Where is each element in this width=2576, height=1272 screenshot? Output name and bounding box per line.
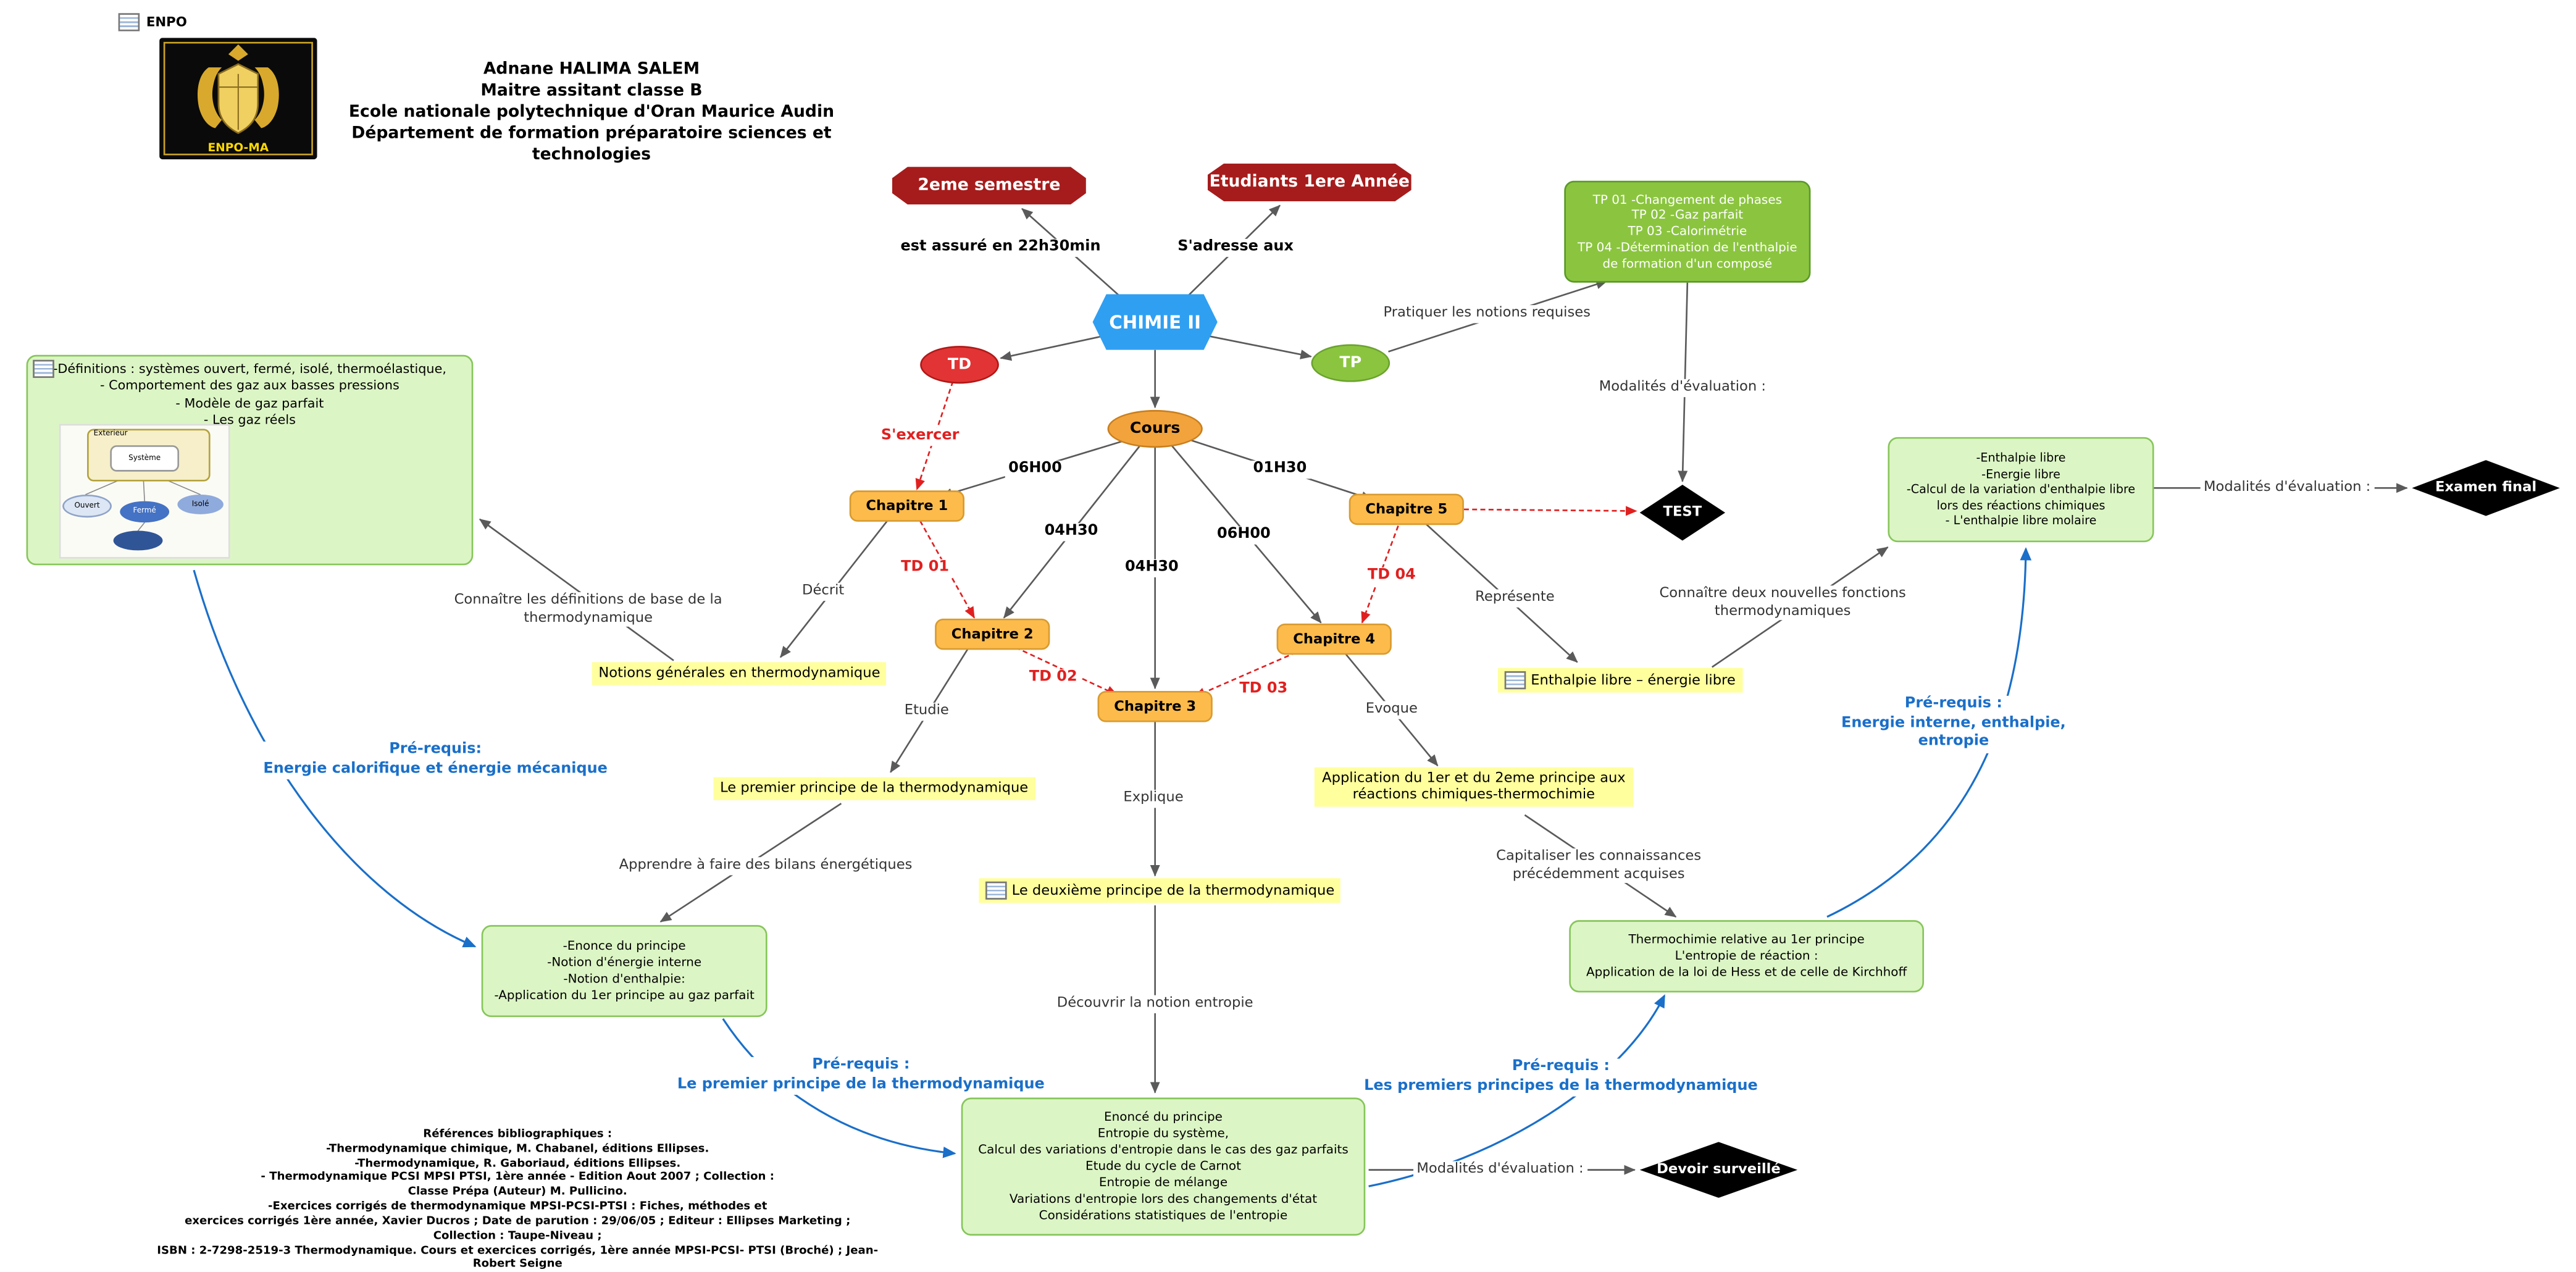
label-connaitre-definitions: Connaître les définitions de base de la … (445, 592, 732, 627)
inset-system-diagram: Exterieur Système Ouvert Fermé Isolé (59, 424, 230, 559)
label-evoque: Evoque (1362, 701, 1421, 719)
node-test[interactable]: TEST (1639, 484, 1726, 541)
label-duree-ch2: 04H30 (1041, 523, 1102, 542)
node-td[interactable]: TD (920, 346, 999, 384)
node-tp[interactable]: TP (1311, 344, 1390, 382)
node-examen-final[interactable]: Examen final (2412, 460, 2560, 516)
node-etudiants-1ere-annee[interactable]: Etudiants 1ere Année (1207, 163, 1411, 201)
node-chapitre-2[interactable]: Chapitre 2 (935, 618, 1050, 650)
topic-notions-generales[interactable]: Notions générales en thermodynamique (592, 662, 887, 685)
node-devoir-surveille[interactable]: Devoir surveillé (1639, 1142, 1798, 1198)
topic-enthalpie-libre[interactable]: Enthalpie libre – énergie libre (1498, 667, 1742, 693)
label-modalites-examen: Modalités d'évaluation : (2200, 479, 2374, 497)
inset-ferme: Fermé (120, 501, 170, 523)
topic-application-principes[interactable]: Application du 1er et du 2eme principe a… (1314, 767, 1634, 807)
enpo-mini-icon[interactable] (118, 13, 140, 31)
label-modalites-devoir: Modalités d'évaluation : (1413, 1161, 1587, 1179)
label-est-assure: est assuré en 22h30min (897, 238, 1104, 257)
inset-ouvert: Ouvert (62, 494, 112, 518)
label-bilans-energetiques: Apprendre à faire des bilans énergétique… (616, 857, 916, 875)
label-etudie: Etudie (901, 703, 953, 721)
label-decouvrir-entropie: Découvrir la notion entropie (1053, 995, 1257, 1013)
bibliography: Références bibliographiques : -Thermodyn… (157, 1127, 879, 1271)
inset-isole: Isolé (177, 494, 224, 514)
label-duree-ch4: 06H00 (1213, 526, 1274, 545)
node-2eme-semestre[interactable]: 2eme semestre (892, 167, 1086, 205)
label-sadresse-aux: S'adresse aux (1174, 238, 1297, 257)
prerequis-premiers-principes: Pré-requis : Les premiers principes de l… (1363, 1058, 1758, 1097)
node-chapitre-1[interactable]: Chapitre 1 (849, 490, 965, 522)
resource-icon[interactable] (1504, 671, 1526, 690)
label-modalites-test: Modalités d'évaluation : (1595, 379, 1770, 397)
node-cours[interactable]: Cours (1107, 409, 1203, 448)
box-tp-list[interactable]: TP 01 -Changement de phases TP 02 -Gaz p… (1564, 180, 1811, 283)
label-represente: Représente (1471, 589, 1558, 607)
label-capitaliser: Capitaliser les connaissances précédemme… (1455, 848, 1742, 884)
node-chimie-2[interactable]: CHIMIE II (1092, 294, 1218, 350)
box-entropie-details[interactable]: Enoncé du principe Entropie du système, … (961, 1097, 1366, 1236)
resource-icon[interactable] (33, 359, 54, 379)
box-premier-principe-details[interactable]: -Enonce du principe -Notion d'énergie in… (481, 925, 767, 1018)
label-td04: TD 04 (1364, 567, 1420, 586)
gray-edges (479, 204, 2408, 1175)
label-duree-ch5: 01H30 (1250, 461, 1310, 480)
node-chapitre-5[interactable]: Chapitre 5 (1349, 493, 1464, 525)
enpo-logo: ENPO-MA (159, 38, 317, 160)
label-pratiquer: Pratiquer les notions requises (1380, 305, 1594, 323)
label-td01: TD 01 (897, 559, 953, 578)
label-explique: Explique (1120, 790, 1187, 808)
logo-caption: ENPO-MA (207, 141, 269, 154)
inset-oval (113, 530, 163, 551)
topic-deuxieme-principe[interactable]: Le deuxième principe de la thermodynamiq… (979, 878, 1341, 903)
label-decrit: Décrit (798, 582, 848, 601)
inset-systeme: Système (110, 445, 180, 472)
box-thermochimie-details[interactable]: Thermochimie relative au 1er principe L'… (1569, 920, 1925, 993)
prerequis-energie-calorifique: Pré-requis: Energie calorifique et énerg… (262, 741, 608, 780)
label-td03: TD 03 (1236, 680, 1291, 700)
label-sexercer: S'exercer (877, 427, 963, 446)
author-block: Adnane HALIMA SALEM Maitre assitant clas… (348, 61, 835, 165)
label-nouvelles-fonctions: Connaître deux nouvelles fonctions therm… (1639, 585, 1926, 621)
topic-premier-principe[interactable]: Le premier principe de la thermodynamiqu… (713, 777, 1035, 800)
node-chapitre-3[interactable]: Chapitre 3 (1097, 690, 1213, 722)
node-chapitre-4[interactable]: Chapitre 4 (1276, 623, 1392, 655)
box-enthalpie-libre-details[interactable]: -Enthalpie libre -Energie libre -Calcul … (1888, 437, 2154, 543)
label-duree-ch1: 06H00 (1005, 461, 1066, 480)
prerequis-energie-interne: Pré-requis : Energie interne, enthalpie,… (1822, 695, 2085, 754)
enpo-label: ENPO (146, 14, 187, 30)
label-duree-ch3: 04H30 (1121, 559, 1182, 578)
label-td02: TD 02 (1026, 669, 1081, 688)
resource-icon[interactable] (985, 881, 1007, 900)
prerequis-premier-principe: Pré-requis : Le premier principe de la t… (672, 1057, 1050, 1096)
enpo-header: ENPO (118, 13, 187, 31)
